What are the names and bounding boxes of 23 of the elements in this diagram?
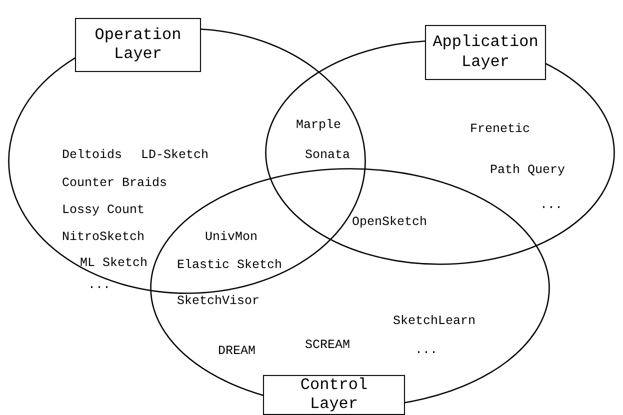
method-label: Counter Braids	[62, 176, 168, 191]
method-label: UnivMon	[205, 230, 258, 245]
method-label: Marple	[296, 118, 342, 133]
layer-title-box: Control Layer	[263, 375, 405, 415]
layer-title-box: Application Layer	[425, 25, 546, 80]
method-label: Lossy Count	[62, 203, 145, 218]
method-label: LD-Sketch	[141, 148, 209, 163]
method-label: ...	[415, 343, 438, 358]
method-label: Elastic Sketch	[177, 258, 282, 273]
method-label: ...	[540, 198, 563, 213]
layer-title-box: Operation Layer	[75, 18, 201, 72]
method-label: Frenetic	[470, 122, 530, 137]
method-label: ML Sketch	[80, 256, 148, 271]
method-label: SketchVisor	[177, 294, 260, 309]
method-label: SketchLearn	[393, 314, 476, 329]
method-label: SCREAM	[305, 338, 350, 353]
method-label: Deltoids	[62, 148, 122, 163]
method-label: NitroSketch	[62, 230, 145, 245]
method-label: Path Query	[490, 163, 566, 178]
method-label: ...	[88, 278, 111, 293]
method-label: Sonata	[305, 148, 350, 163]
method-label: DREAM	[218, 344, 256, 359]
method-label: OpenSketch	[352, 215, 428, 230]
